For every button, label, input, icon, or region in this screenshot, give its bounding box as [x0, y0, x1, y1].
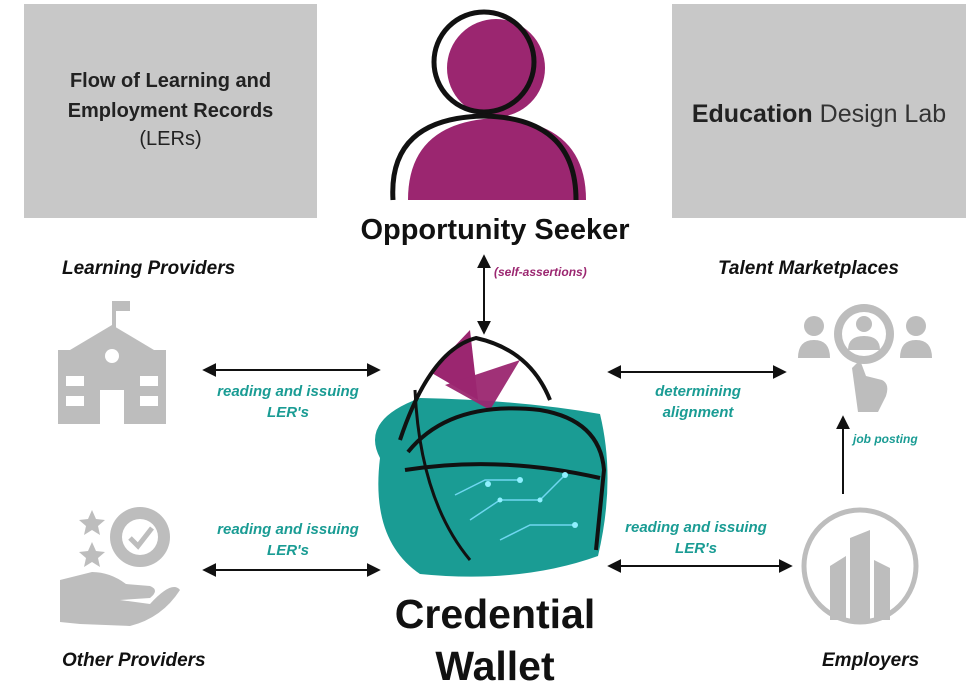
- school-icon: [58, 301, 166, 424]
- edge-label-talent: determining alignment: [612, 381, 784, 423]
- edge-employers-line-1: reading and issuing: [625, 519, 767, 536]
- edge-learning-line-2: LER's: [267, 404, 309, 421]
- title-box: Flow of Learning and Employment Records …: [24, 4, 317, 218]
- edge-label-learning: reading and issuing LER's: [198, 381, 378, 423]
- edge-other-line-1: reading and issuing: [217, 521, 359, 538]
- brand-bold: Education: [691, 100, 813, 128]
- edge-talent-line-1: determining: [655, 383, 741, 400]
- edge-learning-line-1: reading and issuing: [217, 383, 359, 400]
- hand-gear-icon: [60, 507, 180, 626]
- edge-label-employers: reading and issuing LER's: [606, 517, 786, 559]
- opportunity-seeker-label: Opportunity Seeker: [360, 214, 630, 246]
- diagram-title: Flow of Learning and Employment Records: [24, 66, 317, 126]
- learning-providers-label: Learning Providers: [62, 258, 236, 279]
- brand-rest: Design Lab: [819, 100, 947, 128]
- title-line-2: Employment Records: [67, 100, 274, 122]
- talent-marketplace-icon: [798, 304, 932, 412]
- edge-other-line-2: LER's: [267, 542, 309, 559]
- wallet-line-2: Wallet: [435, 643, 555, 689]
- wallet-icon: [375, 330, 608, 577]
- wallet-line-1: Credential: [394, 591, 596, 637]
- talent-marketplaces-label: Talent Marketplaces: [718, 258, 899, 279]
- building-icon: [801, 507, 919, 625]
- job-posting-label: job posting: [853, 432, 918, 446]
- brand-box: Education Design Lab: [672, 4, 966, 218]
- edge-employers-line-2: LER's: [675, 540, 717, 557]
- employers-label: Employers: [822, 650, 920, 671]
- person-icon: [390, 9, 586, 201]
- self-assertions-label: (self-assertions): [494, 265, 587, 279]
- edge-talent-line-2: alignment: [662, 404, 734, 421]
- other-providers-label: Other Providers: [62, 650, 206, 671]
- edge-label-other: reading and issuing LER's: [198, 519, 378, 561]
- credential-wallet-label: Credential Wallet: [360, 588, 630, 692]
- brand-logo-text: Education Design Lab: [672, 100, 966, 129]
- title-line-1: Flow of Learning and: [69, 70, 272, 92]
- title-line-3: (LERs): [139, 128, 202, 150]
